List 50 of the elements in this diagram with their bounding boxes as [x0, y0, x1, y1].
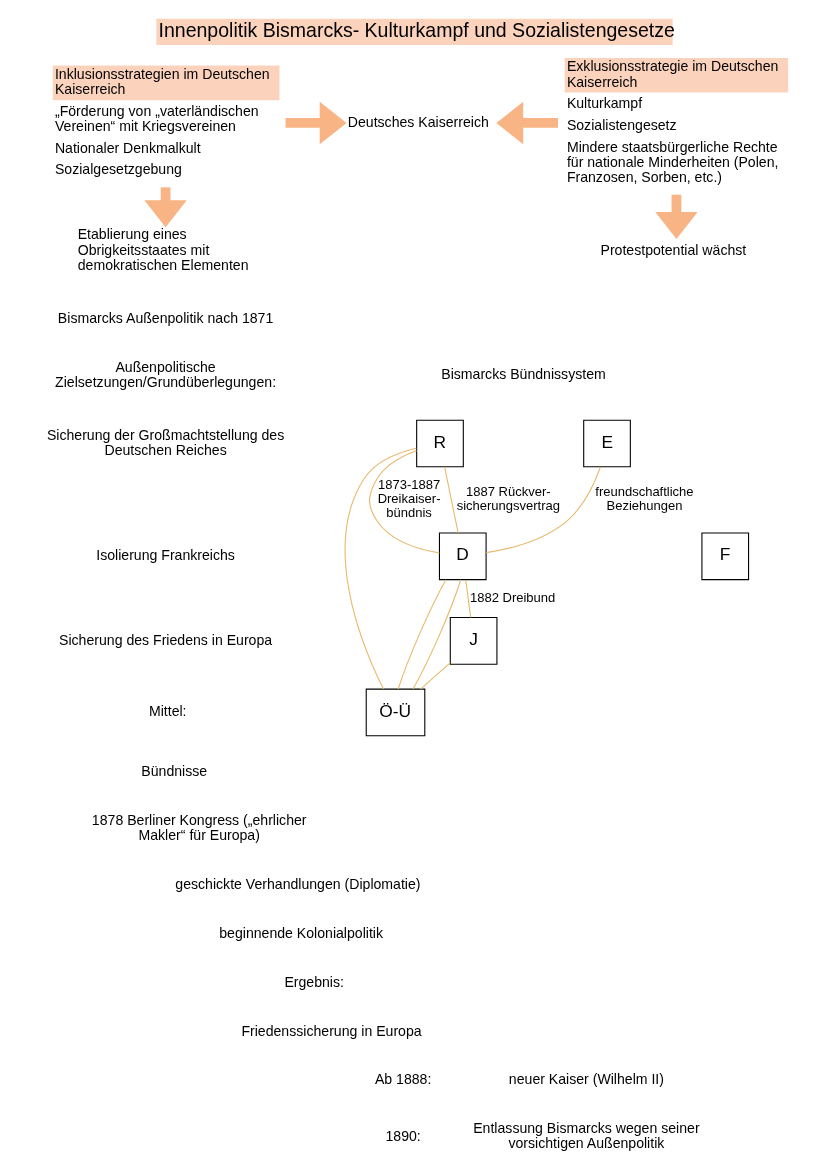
arrow	[654, 194, 698, 239]
label: neuer Kaiser (Wilhelm II)	[508, 1071, 664, 1088]
label: Außenpolitische Zielsetzungen/Grundüberlegungen:	[54, 358, 276, 390]
connector	[443, 466, 459, 534]
node-box: Ö-Ü	[365, 688, 425, 737]
label: Sicherung der Großmachtstellung des Deutschen Reiches	[46, 426, 284, 458]
label: Isolierung Frankreichs	[95, 546, 235, 563]
arrow	[285, 101, 347, 145]
arrow	[495, 101, 558, 145]
node-box: F	[700, 532, 749, 581]
label: 1878 Berliner Kongress („ehrlicher Makler“ für Europa)	[91, 812, 307, 844]
edge-label: 1873-1887 Dreikaiser- bündnis	[377, 477, 440, 521]
edge-label: freundschaftliche Beziehungen	[594, 484, 694, 514]
edge-label: 1887 Rückver- sicherungsvertrag	[456, 484, 560, 514]
connector	[485, 466, 601, 554]
node-label: Sozialgesetzgebung	[54, 161, 182, 178]
label: Mittel:	[148, 703, 187, 720]
node-label: „Förderung von „vaterländischen Vereinen“ mit Kriegsvereinen	[54, 102, 259, 135]
connector	[368, 450, 440, 554]
label: geschickte Verhandlungen (Diplomatie)	[174, 876, 421, 893]
label: beginnende Kolonialpolitik	[218, 924, 383, 941]
label: Sicherung des Friedens in Europa	[58, 631, 272, 648]
connector	[344, 447, 417, 690]
label: Bismarcks Außenpolitik nach 1871	[57, 310, 273, 326]
connector	[419, 662, 451, 690]
node-label: Nationaler Denkmalkult	[54, 139, 201, 156]
connector	[397, 579, 446, 690]
diagram-title: Innenpolitik Bismarcks- Kulturkampf und Sozialistengesetze	[158, 18, 675, 41]
node-box: D	[438, 532, 487, 581]
node-label: Mindere staatsbürgerliche Rechte für nationale Minderheiten (Polen, Franzosen, Sorben, etc.)	[566, 138, 778, 185]
label: Ergebnis:	[283, 973, 344, 990]
label: Friedenssicherung in Europa	[240, 1022, 422, 1039]
node-box: E	[582, 419, 631, 468]
label: Bündnisse	[140, 763, 207, 780]
label: Entlassung Bismarcks wegen seiner vorsichtigen Außenpolitik	[472, 1120, 700, 1152]
label: Bismarcks Bündnissystem	[440, 366, 606, 383]
node-box: J	[449, 617, 497, 665]
node-box: Inklusionsstrategien im Deutschen Kaiserreich	[52, 65, 279, 101]
node-label: Sozialistengesetz	[566, 116, 677, 133]
node-text: Deutsches Kaiserreich	[347, 113, 489, 130]
node-text: Protestpotential wächst	[600, 241, 746, 258]
connector	[412, 579, 461, 690]
node-text: Etablierung eines Obrigkeitsstaates mit demokratischen Elementen	[77, 226, 249, 273]
node-box: Exklusionsstrategie im Deutschen Kaiserreich	[564, 57, 788, 93]
connector	[464, 579, 471, 618]
edge-label: 1882 Dreibund	[469, 589, 555, 605]
label: Ab 1888:	[374, 1071, 431, 1088]
node-label: Kulturkampf	[566, 95, 642, 112]
label: 1890:	[384, 1127, 421, 1144]
node-box: R	[415, 419, 464, 468]
